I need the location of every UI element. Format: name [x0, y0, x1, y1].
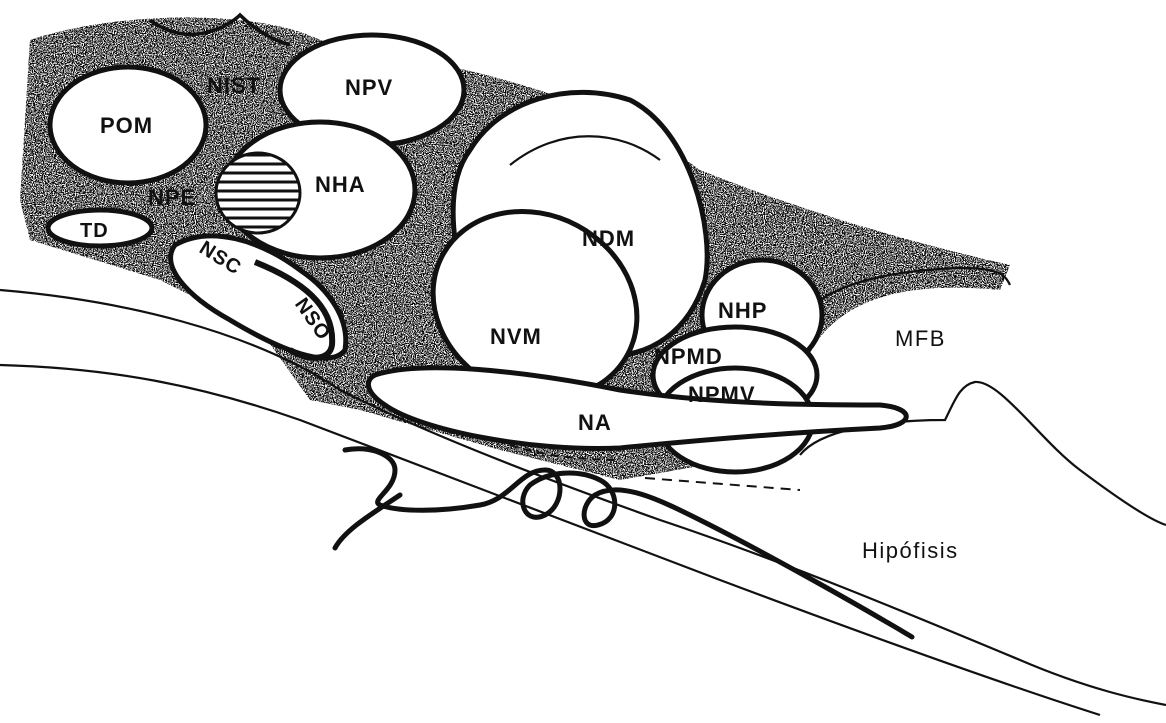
label-nha: NHA — [315, 172, 366, 197]
dashed-line — [645, 478, 800, 490]
label-nist: NIST — [207, 73, 261, 98]
label-npv: NPV — [345, 75, 393, 100]
portal-vessel-left — [335, 495, 400, 548]
label-nvm: NVM — [490, 324, 542, 349]
label-mfb: MFB — [895, 326, 946, 351]
label-pom: POM — [100, 113, 153, 138]
label-npmv: NPMV — [688, 382, 756, 407]
label-nhp: NHP — [718, 298, 767, 323]
label-npe: NPE — [148, 185, 196, 210]
hatched-region — [216, 153, 300, 233]
label-ndm: NDM — [582, 226, 635, 251]
label-hipofisis: Hipófisis — [862, 538, 959, 563]
label-npmd: NPMD — [654, 344, 723, 369]
label-td: TD — [80, 220, 109, 242]
label-na: NA — [578, 410, 612, 435]
